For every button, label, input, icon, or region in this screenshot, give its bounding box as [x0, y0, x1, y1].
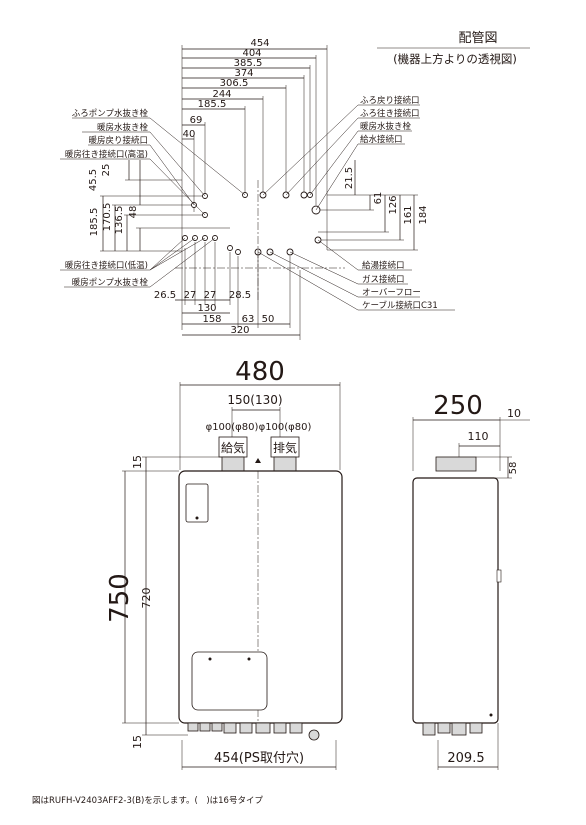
dim-61: 61 — [373, 192, 384, 205]
front-bottom-fittings — [187, 722, 320, 741]
label-heating-pump-drain: 暖房ポンプ水抜き栓 — [72, 277, 149, 288]
left-vertical-dimensions: 45.5 25 185.5 170.5 136.5 48 — [88, 160, 230, 252]
unit-side-body — [412, 477, 499, 724]
labels-left-top: ふろポンプ水抜き栓 暖房水抜き栓 暖房戻り接続口 暖房往き接続口(高温) — [60, 108, 246, 216]
dim-136-5: 136.5 — [114, 206, 125, 235]
label-heating-supply-high: 暖房往き接続口(高温) — [65, 149, 148, 160]
dim-385-5: 385.5 — [234, 58, 263, 69]
dim-126: 126 — [388, 195, 399, 214]
side-depth-250: 250 — [433, 391, 483, 421]
label-bath-pump-drain: ふろポンプ水抜き栓 — [72, 108, 149, 119]
dim-69: 69 — [190, 115, 203, 126]
label-gas-inlet: ガス接続口 — [362, 274, 405, 285]
dim-244: 244 — [212, 89, 231, 100]
dim-404: 404 — [242, 48, 261, 59]
labels-right-bottom: 給湯接続口 ガス接続口 オーバーフロー ケーブル接続口C31 — [257, 239, 455, 311]
piping-title: 配管図 — [458, 31, 497, 46]
dim-40: 40 — [183, 129, 196, 140]
label-heating-drain: 暖房水抜き栓 — [97, 122, 149, 133]
dim-161: 161 — [403, 205, 414, 224]
side-pipe-height-58: 58 — [508, 462, 519, 475]
footnote: 図はRUFH-V2403AFF2-3(B)を示します。( )は16号タイプ — [32, 796, 263, 806]
dim-21-5: 21.5 — [344, 167, 355, 189]
label-bath-return: ふろ戻り接続口 — [360, 95, 420, 106]
dim-184: 184 — [418, 205, 429, 224]
dim-45-5: 45.5 — [88, 169, 99, 191]
exhaust-label: 排気 — [273, 440, 297, 455]
top-dimensions: 454 404 385.5 374 306.5 244 185.5 69 40 — [181, 38, 328, 330]
front-width-480: 480 — [235, 357, 285, 387]
labels-right-top: ふろ戻り接続口 ふろ往き接続口 暖房水抜き栓 給水接続口 — [262, 95, 420, 211]
piping-subtitle: (機器上方よりの透視図) — [393, 52, 517, 66]
dim-185-5: 185.5 — [198, 99, 227, 110]
right-vertical-dimensions: 21.5 61 126 161 184 — [316, 160, 429, 251]
dim-320: 320 — [230, 325, 249, 336]
label-heating-supply-low: 暖房往き接続口(低温) — [65, 260, 148, 271]
front-panel-window — [185, 483, 209, 523]
piping-ports — [175, 180, 345, 300]
front-inner-720: 720 — [140, 588, 153, 609]
front-top-15: 15 — [131, 455, 144, 469]
dim-25: 25 — [101, 164, 112, 177]
label-hot-water-outlet: 給湯接続口 — [362, 260, 405, 271]
side-view: 250 10 110 58 209.5 — [412, 391, 530, 770]
dim-374: 374 — [234, 68, 253, 79]
exhaust-pipe — [273, 456, 297, 472]
front-bottom-width: 454(PS取付穴) — [214, 751, 304, 766]
dim-170-5: 170.5 — [102, 203, 113, 232]
side-top-offset-10: 10 — [507, 407, 521, 420]
dim-27-b: 27 — [204, 290, 217, 301]
front-service-panel — [191, 651, 268, 711]
intake-label: 給気 — [221, 440, 245, 455]
front-height-750: 750 — [105, 573, 135, 623]
label-cable-inlet: ケーブル接続口C31 — [362, 300, 438, 311]
label-bath-supply: ふろ往き接続口 — [360, 108, 420, 119]
piping-diagram: 配管図 (機器上方よりの透視図) 454 404 — [60, 31, 530, 340]
dim-27-a: 27 — [184, 290, 197, 301]
side-bottom-fittings — [422, 722, 483, 736]
dim-306-5: 306.5 — [220, 78, 249, 89]
dim-28-5: 28.5 — [229, 290, 251, 301]
dim-26-5: 26.5 — [154, 290, 176, 301]
exhaust-diameter: φ100(φ80) — [259, 422, 312, 433]
labels-left-bottom: 暖房往き接続口(低温) 暖房ポンプ水抜き栓 — [60, 237, 216, 288]
label-heating-return: 暖房戻り接続口 — [88, 135, 148, 146]
label-heating-drain-right: 暖房水抜き栓 — [360, 121, 412, 132]
dim-63: 63 — [242, 314, 255, 325]
side-pipe — [435, 456, 477, 472]
bottom-dimensions: 26.5 27 27 28.5 130 158 63 50 320 — [154, 242, 301, 340]
front-view: 480 150(130) φ100(φ80) φ100(φ80) 給気 排気 — [105, 357, 343, 770]
dim-454: 454 — [250, 38, 269, 49]
front-bottom-15: 15 — [131, 735, 144, 749]
intake-diameter: φ100(φ80) — [206, 422, 259, 433]
dim-48: 48 — [128, 206, 139, 219]
dim-158: 158 — [202, 314, 221, 325]
dim-130: 130 — [197, 303, 216, 314]
label-water-inlet: 給水接続口 — [360, 134, 403, 145]
side-pipe-offset-110: 110 — [468, 430, 489, 443]
top-mark — [255, 458, 261, 463]
side-bottom-depth: 209.5 — [447, 751, 484, 766]
dim-50: 50 — [262, 314, 275, 325]
front-pipe-spacing: 150(130) — [227, 393, 282, 407]
intake-pipe — [221, 456, 245, 472]
dim-185-5-v: 185.5 — [89, 208, 100, 237]
label-overflow: オーバーフロー — [362, 288, 421, 298]
